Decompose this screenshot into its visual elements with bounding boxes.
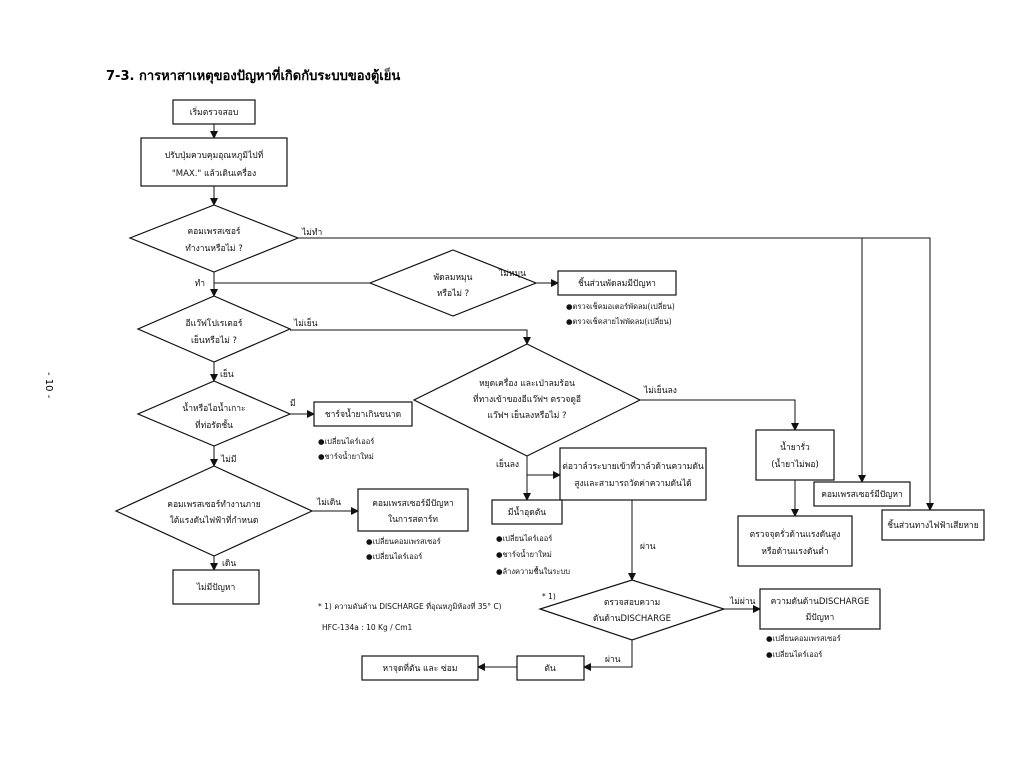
edge-label-cold: เย็น — [220, 368, 234, 380]
page-title: 7-3. การหาสาเหตุของปัญหาที่เกิดกับระบบขอ… — [106, 66, 400, 84]
bullet-discharge-fault: ●เปลี่ยนไดร์เออร์ — [766, 649, 822, 659]
node-start-fault — [357, 488, 469, 532]
label-fan-fault: ชิ้นส่วนพัดลมมีปัญหา — [578, 277, 656, 289]
label-check-pressure: ต่อวาล์วระบายเข้าที่วาล์วด้านความดัน — [562, 460, 704, 472]
node-q-discharge — [538, 579, 726, 641]
label-no-problem: ไม่มีปัญหา — [196, 582, 236, 593]
edge-label-run: เดิน — [222, 559, 236, 569]
edge-labels: ไม่ทำ ทำ ไม่หมุน ไม่เย็น เย็น ไม่เย็นลง … — [195, 227, 756, 665]
bullet-clog: ●ล้างความชื้นในระบบ — [496, 566, 570, 576]
node-set-max — [140, 137, 288, 187]
label-q-discharge: ดันด้านDISCHARGE — [593, 613, 671, 624]
node-start — [172, 99, 256, 125]
label-q-voltage: คอมเพรสเซอร์ทำงานภาย — [167, 499, 260, 510]
label-overcharge: ชาร์จน้ำยาเกินขนาด — [325, 408, 401, 420]
node-q-evap — [136, 295, 292, 363]
node-q-voltage — [114, 465, 314, 557]
edge-label-not-run: ไม่เดิน — [316, 497, 341, 508]
edge-label-colder: เย็นลง — [496, 458, 519, 470]
label-repair: หาจุดที่ตัน และ ซ่อม — [383, 662, 458, 674]
label-q-compressor: ทำงานหรือไม่ ? — [185, 243, 242, 254]
node-q-ice — [136, 380, 292, 447]
connectors — [210, 124, 934, 671]
label-discharge-fault: ความดันด้านDISCHARGE — [771, 596, 870, 607]
bullet-start-fault: ●เปลี่ยนคอมเพรสเซอร์ — [366, 536, 441, 546]
node-find-leak — [737, 515, 853, 567]
edge-label-no-spin: ไม่หมุน — [498, 268, 526, 279]
node-elec-fault — [881, 509, 985, 541]
footnote-marker: * 1) — [542, 592, 556, 601]
node-q-compressor — [128, 204, 300, 273]
edge-label-work: ทำ — [195, 279, 205, 289]
node-comp-fault — [813, 481, 911, 507]
label-q-ice: ที่ท่อรัดชั้น — [195, 419, 233, 431]
node-labels: เริ่มตรวจสอบ ปรับปุ่มควบคุมอุณหภูมิไปที่… — [165, 106, 979, 674]
edge-label-none: ไม่มี — [220, 454, 236, 465]
edge-label-pass-2: ผ่าน — [605, 655, 621, 665]
label-find-leak: ตรวจจุดรั่วด้านแรงดันสูง — [750, 528, 841, 540]
page-number: - 10 - — [43, 372, 54, 399]
node-no-problem — [172, 569, 260, 605]
label-leak: (น้ำยาไม่พอ) — [771, 458, 819, 470]
edge-label-pass-1: ผ่าน — [640, 542, 656, 552]
edge-label-fail: ไม่ผ่าน — [729, 596, 756, 607]
nodes — [114, 99, 985, 681]
label-discharge-fault: มีปัญหา — [806, 612, 835, 623]
bullet-lists: ●ตรวจเช็คมอเตอร์พัดลม(เปลี่ยน) ●ตรวจเช็ค… — [318, 301, 841, 659]
label-q-stop: แว๊ฟฯ เย็นลงหรือไม่ ? — [487, 409, 566, 421]
edge-label-not-colder: ไม่เย็นลง — [643, 384, 677, 396]
bullet-overcharge: ●ชาร์จน้ำยาใหม่ — [318, 451, 374, 461]
label-set-max: ปรับปุ่มควบคุมอุณหภูมิไปที่ — [165, 149, 264, 161]
label-jam: ตัน — [544, 664, 556, 674]
label-comp-fault: คอมเพรสเซอร์มีปัญหา — [821, 489, 903, 500]
refrigerant-spec: HFC-134a : 10 Kg / Cm1 — [322, 623, 413, 632]
node-fan-fault — [557, 270, 677, 296]
label-q-ice: น้ำหรือไอน้ำเกาะ — [182, 402, 245, 414]
node-overcharge — [313, 401, 413, 427]
label-elec-fault: ชิ้นส่วนทางไฟฟ้าเสียหาย — [887, 519, 978, 531]
label-clog: มีน้ำอุดตัน — [508, 506, 546, 518]
label-start-fault: ในการสตาร์ท — [388, 514, 438, 525]
label-q-stop: หยุดเครื่อง และเป่าลมร้อน — [479, 377, 575, 389]
label-q-fan: พัดลมหมุน — [434, 273, 473, 283]
label-q-evap: เย็นหรือไม่ ? — [191, 334, 237, 346]
label-q-fan: หรือไม่ ? — [437, 288, 469, 299]
node-q-stop — [412, 343, 642, 457]
bullet-fan: ●ตรวจเช็คมอเตอร์พัดลม(เปลี่ยน) — [566, 301, 675, 311]
node-clog — [491, 499, 563, 525]
node-discharge-fault — [759, 588, 881, 630]
label-q-discharge: ตรวจสอบความ — [604, 598, 660, 608]
label-start-fault: คอมเพรสเซอร์มีปัญหา — [372, 498, 454, 509]
node-repair — [361, 655, 479, 681]
node-jam — [516, 655, 585, 681]
label-q-voltage: ใต้แรงดันไฟฟ้าที่กำหนด — [170, 514, 259, 526]
label-leak: น้ำยารั่ว — [780, 441, 810, 453]
edge-label-has: มี — [290, 398, 296, 409]
notes: * 1) * 1) ความดันด้าน DISCHARGE ที่อุณหภ… — [318, 592, 556, 632]
label-q-stop: ที่ทางเข้าของอีแว๊ฟฯ ตรวจดูอี — [473, 393, 581, 405]
label-set-max: "MAX." แล้วเดินเครื่อง — [172, 167, 256, 179]
node-check-pressure — [559, 447, 707, 501]
edge-label-not-cold: ไม่เย็น — [293, 317, 318, 329]
label-check-pressure: สูงและสามารถวัดค่าความดันได้ — [574, 478, 691, 489]
node-leak — [755, 429, 835, 481]
bullet-clog: ●เปลี่ยนไดร์เออร์ — [496, 533, 552, 543]
footnote-text: * 1) ความดันด้าน DISCHARGE ที่อุณหภูมิห้… — [318, 601, 502, 611]
bullet-discharge-fault: ●เปลี่ยนคอมเพรสเซอร์ — [766, 633, 841, 643]
bullet-overcharge: ●เปลี่ยนไดร์เออร์ — [318, 436, 374, 446]
label-find-leak: หรือด้านแรงดันต่ำ — [761, 545, 828, 557]
edge-label-no-work: ไม่ทำ — [301, 227, 322, 238]
label-q-compressor: คอมเพรสเซอร์ — [187, 226, 240, 237]
label-q-evap: อีแว๊ฟโปเรเตอร์ — [186, 318, 243, 329]
node-q-fan — [368, 249, 538, 317]
bullet-fan: ●ตรวจเช็คสายไฟพัดลม(เปลี่ยน) — [566, 316, 672, 326]
label-start: เริ่มตรวจสอบ — [190, 106, 239, 118]
bullet-start-fault: ●เปลี่ยนไดร์เออร์ — [366, 551, 422, 561]
bullet-clog: ●ชาร์จน้ำยาใหม่ — [496, 549, 552, 559]
